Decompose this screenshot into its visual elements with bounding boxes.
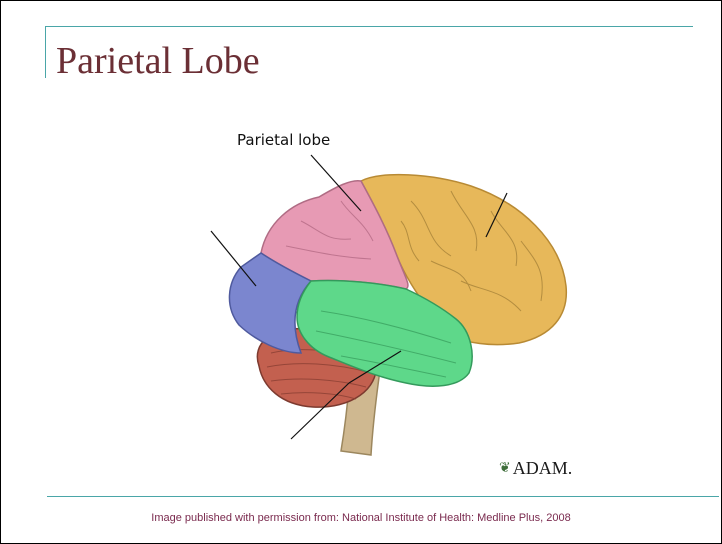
image-credit-caption: Image published with permission from: Na… xyxy=(1,512,721,524)
bottom-rule xyxy=(47,496,719,497)
parietal-lobe-label: Parietal lobe xyxy=(237,131,330,149)
brain-illustration: Parietal lobe ❦ ADAM. xyxy=(201,121,601,471)
adam-logo: ❦ ADAM. xyxy=(499,458,572,479)
title-rule-top xyxy=(45,26,693,27)
title-rule-left xyxy=(45,26,46,78)
adam-logo-text: ADAM. xyxy=(513,458,573,479)
adam-leaf-icon: ❦ xyxy=(499,460,511,477)
slide-title: Parietal Lobe xyxy=(56,39,260,83)
brain-diagram xyxy=(201,121,601,471)
